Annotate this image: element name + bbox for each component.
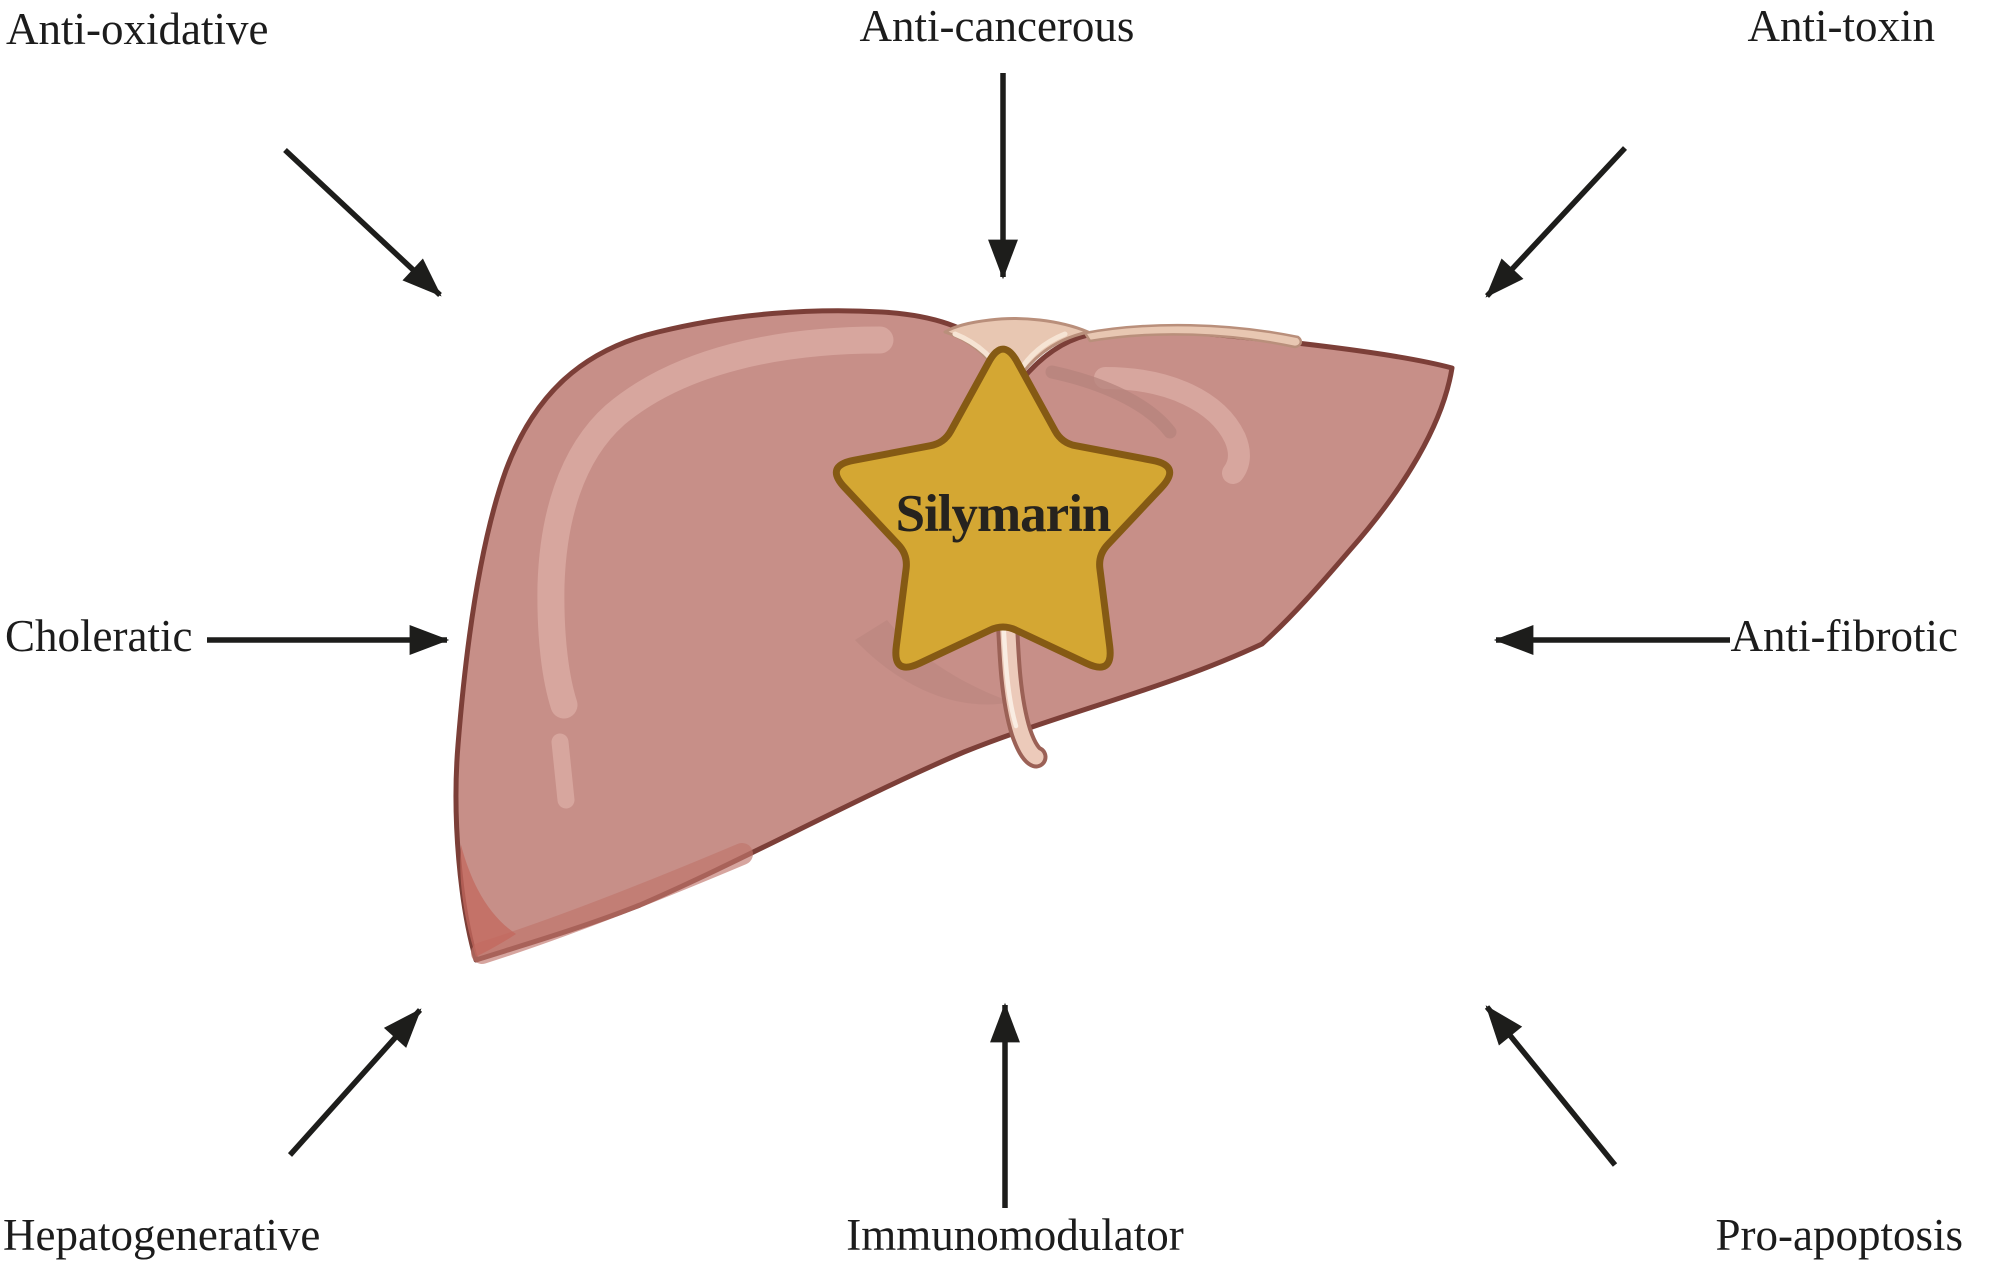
label-choleratic: Choleratic <box>5 611 193 661</box>
liver-highlight-left <box>537 326 894 719</box>
ligament-cap-band <box>1083 323 1303 349</box>
star-label: Silymarin <box>896 485 1111 543</box>
label-anti-toxin: Anti-toxin <box>1747 1 1936 51</box>
label-immunomodulator: Immunomodulator <box>846 1210 1184 1260</box>
label-anti-cancerous: Anti-cancerous <box>859 1 1135 51</box>
label-anti-fibrotic: Anti-fibrotic <box>1730 611 1958 661</box>
label-pro-apoptosis: Pro-apoptosis <box>1715 1210 1964 1260</box>
liver-illustration: Silymarin <box>453 308 1455 964</box>
arrows <box>207 73 1730 1208</box>
arrow-anti-oxidative <box>283 147 442 298</box>
liver-tip-shade <box>460 845 516 957</box>
label-anti-oxidative: Anti-oxidative <box>6 4 269 54</box>
arrow-hepatogenerative <box>287 1008 423 1157</box>
silymarin-star <box>832 345 1174 671</box>
arrow-anti-toxin <box>1484 146 1628 298</box>
label-hepatogenerative: Hepatogenerative <box>3 1210 321 1260</box>
arrow-pro-apoptosis <box>1484 1005 1618 1167</box>
liver-bottom-shade <box>471 843 753 964</box>
liver-highlight-dash <box>551 733 575 809</box>
liver-shadow-crease <box>1045 365 1177 439</box>
liver-highlight-right <box>1094 367 1250 484</box>
